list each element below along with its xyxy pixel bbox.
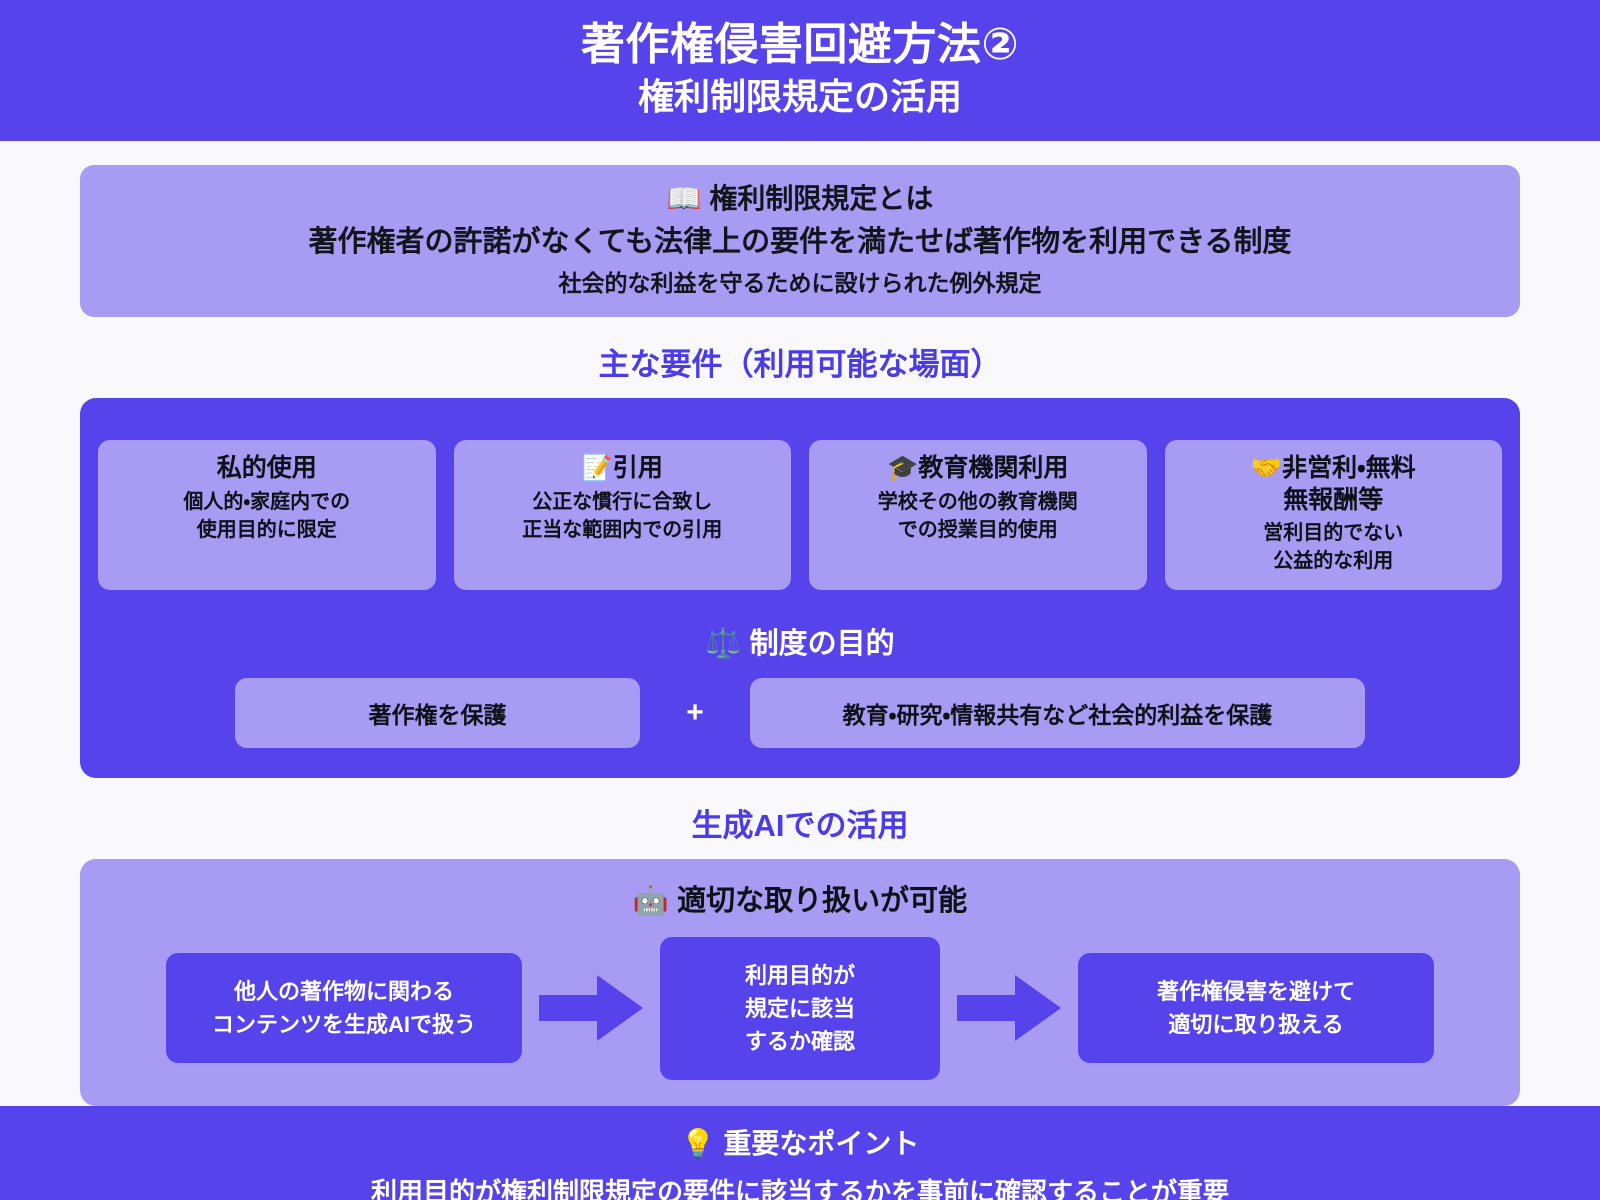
requirements-heading: 主な要件（利用可能な場面）: [598, 347, 1002, 383]
requirement-card-title-second-line: 無報酬等: [1283, 485, 1384, 514]
body-area: 📖 権利制限規定とは 著作権者の許諾がなくても法律上の要件を満たせば著作物を利用…: [0, 141, 1600, 1106]
page-title-line1: 著作権侵害回避方法②: [580, 20, 1020, 69]
purpose-chip-copyright[interactable]: 著作権を保護: [235, 677, 640, 748]
requirement-card-quotation[interactable]: 📝引用 公正な慣行に合致し 正当な範囲内での引用: [453, 440, 791, 590]
flow-step-3[interactable]: 著作権侵害を避けて 適切に取り扱える: [1078, 953, 1434, 1064]
purpose-chip-public-interest[interactable]: 教育・研究・情報共有など社会的利益を保護: [750, 677, 1365, 748]
purpose-title-row: ⚖️ 制度の目的: [98, 620, 1502, 662]
ai-flow-diagram: 他人の著作物に関わる コンテンツを生成AIで扱う 利用目的が 規定に該当 するか…: [102, 936, 1498, 1080]
requirement-card-desc: 営利目的でない 公益的な利用: [1179, 519, 1489, 576]
robot-icon: 🤖: [632, 882, 670, 917]
requirement-card-desc: 個人的・家庭内での 使用目的に限定: [112, 488, 422, 545]
ai-panel-title-row: 🤖 適切な取り扱いが可能: [102, 877, 1498, 919]
definition-box: 📖 権利制限規定とは 著作権者の許諾がなくても法律上の要件を満たせば著作物を利用…: [80, 164, 1520, 318]
definition-title-row: 📖 権利制限規定とは: [104, 181, 1496, 217]
requirement-card-title: 私的使用: [216, 454, 317, 483]
requirement-card-title: 引用: [612, 454, 663, 483]
requirement-card-title-row: 📝引用: [468, 452, 778, 484]
balance-scale-icon: ⚖️: [705, 625, 742, 660]
right-arrow-icon: [522, 975, 660, 1042]
requirement-card-desc: 学校その他の教育機関 での授業目的使用: [823, 488, 1133, 545]
requirement-card-desc-line: 営利目的でない: [1263, 521, 1404, 544]
flow-step-line: コンテンツを生成AIで扱う: [211, 1012, 476, 1038]
page-title-line2: 権利制限規定の活用: [637, 75, 962, 117]
requirement-card-desc-line: での授業目的使用: [897, 518, 1058, 541]
requirement-card-desc-line: 個人的・家庭内での: [183, 490, 351, 513]
definition-sub-text: 社会的な利益を守るために設けられた例外規定: [558, 270, 1042, 297]
flow-step-2[interactable]: 利用目的が 規定に該当 するか確認: [660, 936, 940, 1080]
requirement-card-desc-line: 正当な範囲内での引用: [522, 518, 723, 541]
requirement-card-desc: 公正な慣行に合致し 正当な範囲内での引用: [468, 488, 778, 545]
requirement-card-title: 非営利・無料: [1282, 454, 1416, 483]
purpose-title: 制度の目的: [749, 627, 895, 660]
requirement-card-private-use[interactable]: 私的使用 個人的・家庭内での 使用目的に限定: [98, 440, 436, 590]
flow-step-line: するか確認: [744, 1028, 855, 1054]
requirements-card-list: 私的使用 個人的・家庭内での 使用目的に限定 📝引用 公正な慣行に合致し 正当な…: [98, 440, 1502, 590]
footer-title: 重要なポイント: [723, 1127, 920, 1159]
requirement-card-educational[interactable]: 🎓教育機関利用 学校その他の教育機関 での授業目的使用: [809, 440, 1147, 590]
purpose-plus-symbol: +: [686, 695, 704, 729]
lightbulb-icon: 💡: [680, 1126, 716, 1160]
requirement-card-title-row: 私的使用: [112, 452, 422, 484]
purpose-chip-row: 著作権を保護 + 教育・研究・情報共有など社会的利益を保護: [98, 677, 1502, 748]
ai-section-heading: 生成AIでの活用: [691, 807, 909, 843]
flow-step-line: 適切に取り扱える: [1168, 1012, 1344, 1038]
requirement-card-desc-line: 公益的な利用: [1273, 550, 1394, 573]
memo-icon: 📝: [581, 453, 613, 483]
requirement-card-nonprofit[interactable]: 🤝非営利・無料 無報酬等 営利目的でない 公益的な利用: [1164, 440, 1502, 590]
flow-step-1[interactable]: 他人の著作物に関わる コンテンツを生成AIで扱う: [166, 953, 522, 1064]
flow-step-line: 規定に該当: [744, 995, 855, 1021]
flow-step-line: 著作権侵害を避けて: [1156, 979, 1355, 1005]
footer-title-row: 💡 重要なポイント: [20, 1126, 1580, 1162]
ai-panel-title: 適切な取り扱いが可能: [677, 884, 968, 917]
requirements-panel: 私的使用 個人的・家庭内での 使用目的に限定 📝引用 公正な慣行に合致し 正当な…: [80, 398, 1520, 778]
page-footer: 💡 重要なポイント 利用目的が権利制限規定の要件に該当するかを事前に確認すること…: [0, 1105, 1600, 1200]
page-header: 著作権侵害回避方法② 権利制限規定の活用: [0, 0, 1600, 141]
footer-main-text: 利用目的が権利制限規定の要件に該当するかを事前に確認することが重要: [370, 1176, 1229, 1200]
requirement-card-title-row: 🤝非営利・無料 無報酬等: [1179, 452, 1489, 516]
flow-step-line: 利用目的が: [744, 962, 855, 988]
definition-main-text: 著作権者の許諾がなくても法律上の要件を満たせば著作物を利用できる制度: [308, 226, 1292, 259]
graduation-cap-icon: 🎓: [887, 453, 919, 483]
open-book-icon: 📖: [666, 181, 702, 215]
requirement-card-desc-line: 学校その他の教育機関: [877, 490, 1078, 513]
requirement-card-desc-line: 公正な慣行に合致し: [532, 490, 713, 513]
flow-step-line: 他人の著作物に関わる: [233, 979, 454, 1005]
right-arrow-icon: [940, 975, 1078, 1042]
requirement-card-title-row: 🎓教育機関利用: [823, 452, 1133, 484]
handshake-icon: 🤝: [1250, 453, 1283, 483]
definition-title: 権利制限規定とは: [709, 182, 934, 214]
ai-panel: 🤖 適切な取り扱いが可能 他人の著作物に関わる コンテンツを生成AIで扱う 利用…: [80, 858, 1520, 1106]
requirement-card-title: 教育機関利用: [918, 454, 1069, 483]
requirement-card-desc-line: 使用目的に限定: [196, 518, 337, 541]
